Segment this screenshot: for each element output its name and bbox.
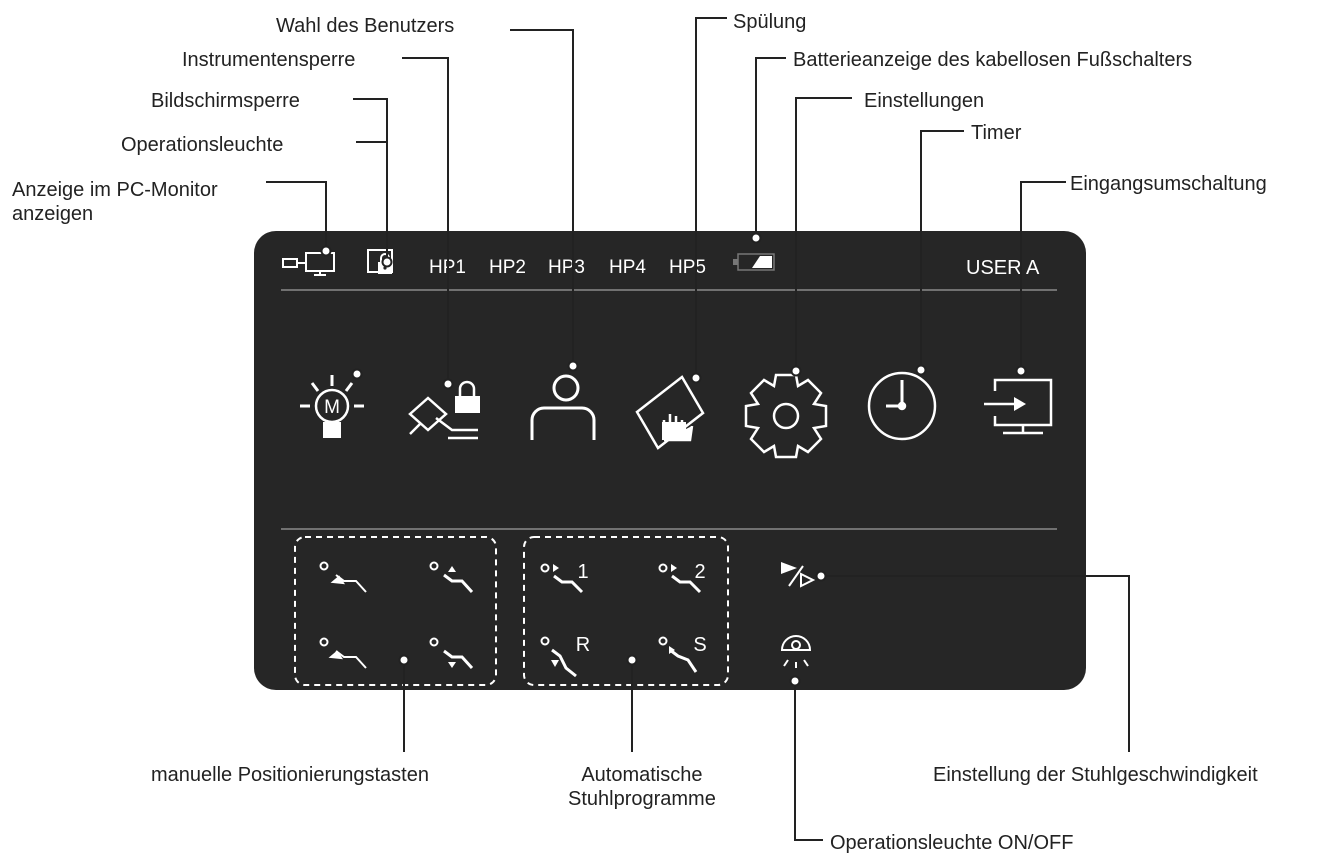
- operating-light-icon[interactable]: M: [300, 375, 364, 438]
- pc-monitor-icon[interactable]: [282, 252, 335, 276]
- auto-programs-group: [523, 536, 729, 686]
- svg-text:S: S: [693, 634, 706, 656]
- user-selection-icon[interactable]: [530, 374, 596, 440]
- callout-instrument-lock: Instrumentensperre: [182, 49, 356, 71]
- timer-icon[interactable]: [867, 371, 937, 441]
- svg-text:1: 1: [577, 561, 588, 583]
- callout-footswitch-battery: Batterieanzeige des kabellosen Fußschalt…: [793, 49, 1193, 71]
- manual-seat-up-button[interactable]: [429, 561, 474, 594]
- battery-icon: [733, 253, 775, 271]
- callout-manual-positioning: manuelle Positionierungstasten: [151, 764, 429, 786]
- svg-text:R: R: [576, 634, 590, 656]
- instrument-lock-icon[interactable]: [408, 380, 480, 440]
- manual-positioning-group: [294, 536, 497, 686]
- callout-input-switch: Eingangsumschaltung: [1070, 173, 1267, 195]
- settings-gear-icon[interactable]: [744, 373, 828, 459]
- manual-seat-down-button[interactable]: [429, 637, 474, 670]
- callout-timer: Timer: [971, 122, 1022, 144]
- callout-light-onoff: Operationsleuchte ON/OFF: [830, 832, 1074, 854]
- hp3-indicator[interactable]: HP3: [548, 257, 585, 278]
- manual-backrest-down-button[interactable]: [319, 637, 367, 669]
- auto-program-r-button[interactable]: R: [540, 634, 591, 678]
- svg-text:2: 2: [694, 561, 705, 583]
- callout-settings: Einstellungen: [864, 90, 985, 112]
- control-panel: [254, 231, 1086, 690]
- callout-rinse: Spülung: [733, 11, 807, 33]
- callout-pc-monitor: Anzeige im PC-Monitor anzeigen: [12, 179, 218, 225]
- chair-speed-icon[interactable]: [781, 562, 816, 588]
- light-onoff-icon[interactable]: [780, 635, 812, 668]
- hp2-indicator[interactable]: HP2: [489, 257, 526, 278]
- input-switch-icon[interactable]: [984, 378, 1053, 435]
- auto-program-s-button[interactable]: S: [658, 634, 707, 673]
- callout-chair-speed: Einstellung der Stuhlgeschwindigkeit: [933, 764, 1258, 786]
- callout-auto-programs: Automatische Stuhlprogramme: [568, 764, 716, 810]
- leader-endpoints: [320, 232, 1027, 687]
- callout-screen-lock: Bildschirmsperre: [151, 90, 300, 112]
- hp4-indicator[interactable]: HP4: [609, 257, 646, 278]
- manual-backrest-up-button[interactable]: [319, 561, 367, 593]
- svg-text:M: M: [324, 397, 340, 418]
- leader-lines: [266, 17, 1130, 841]
- callout-operating-light: Operationsleuchte: [121, 134, 284, 156]
- auto-program-1-button[interactable]: 1: [540, 561, 589, 594]
- auto-program-2-button[interactable]: 2: [658, 561, 706, 594]
- callout-user-selection: Wahl des Benutzers: [276, 15, 455, 37]
- rinse-icon[interactable]: [635, 375, 705, 450]
